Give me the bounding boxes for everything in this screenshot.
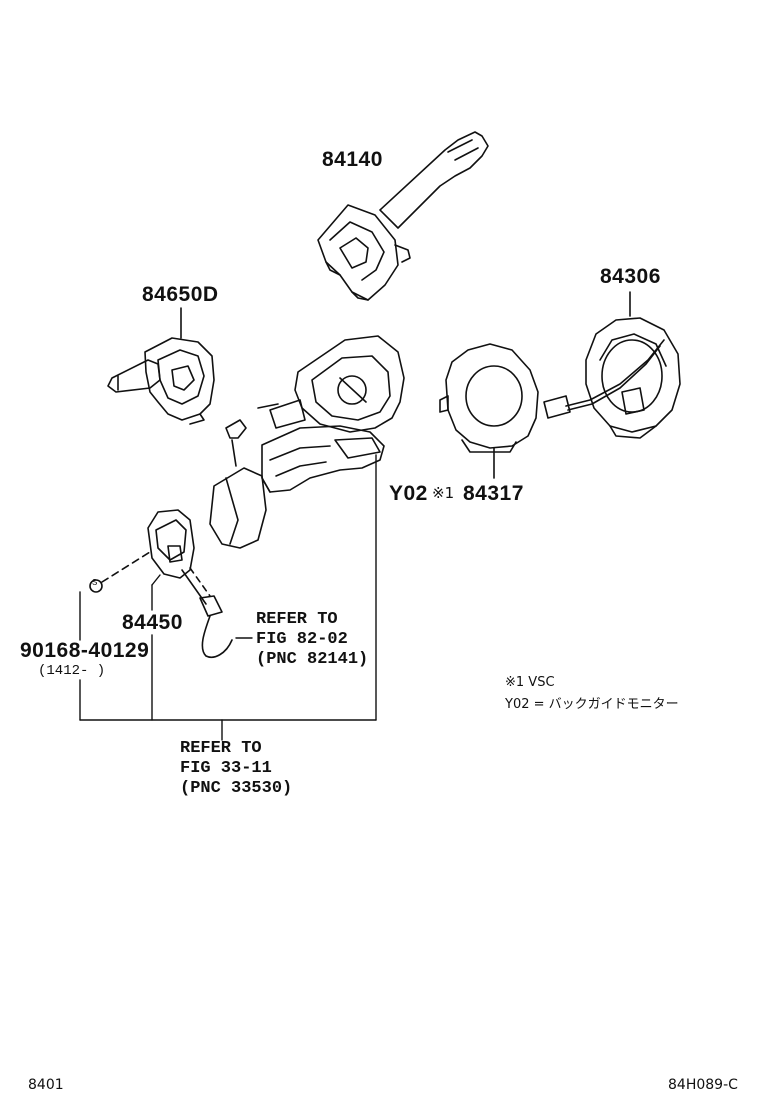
part-number-84450: 84450 [122, 611, 183, 634]
leader-lines [79, 454, 377, 741]
part-number-84306: 84306 [600, 265, 661, 288]
refer-b-line3: (PNC 33530) [180, 779, 293, 798]
refer-a-line2: FIG 82-02 [256, 630, 348, 649]
legend-note-y02: Y02 = バックガイドモニター [505, 697, 679, 712]
part-number-84140: 84140 [322, 148, 383, 171]
screw-90168-illustration [89, 551, 211, 597]
y02-code: Y02 [389, 482, 428, 505]
spiral-cable-84317-illustration [439, 343, 539, 479]
combination-switch-assembly-illustration [209, 335, 405, 549]
refer-b-line2: FIG 33-11 [180, 759, 272, 778]
footer-figure-code: 84H089-C [668, 1077, 738, 1093]
part-number-84650d: 84650D [142, 283, 219, 306]
legend-note-vsc: ※1 VSC [505, 675, 555, 690]
sensor-84450-illustration [147, 509, 233, 658]
reference-mark-1: ※1 [432, 484, 455, 502]
screw-mark: S [92, 578, 98, 588]
refer-a-line3: (PNC 82141) [256, 650, 369, 669]
headlamp-switch-84650d-illustration [107, 307, 215, 425]
spiral-cable-84306-illustration [543, 291, 681, 439]
part-applicability-range: (1412- ) [38, 663, 106, 679]
refer-a-line1: REFER TO [256, 610, 338, 629]
part-number-84317: 84317 [463, 482, 524, 505]
footer-page-code: 8401 [28, 1077, 64, 1093]
part-number-90168-40129: 90168-40129 [20, 639, 150, 662]
wiper-switch-84140-illustration [317, 131, 489, 301]
refer-b-line1: REFER TO [180, 739, 262, 758]
